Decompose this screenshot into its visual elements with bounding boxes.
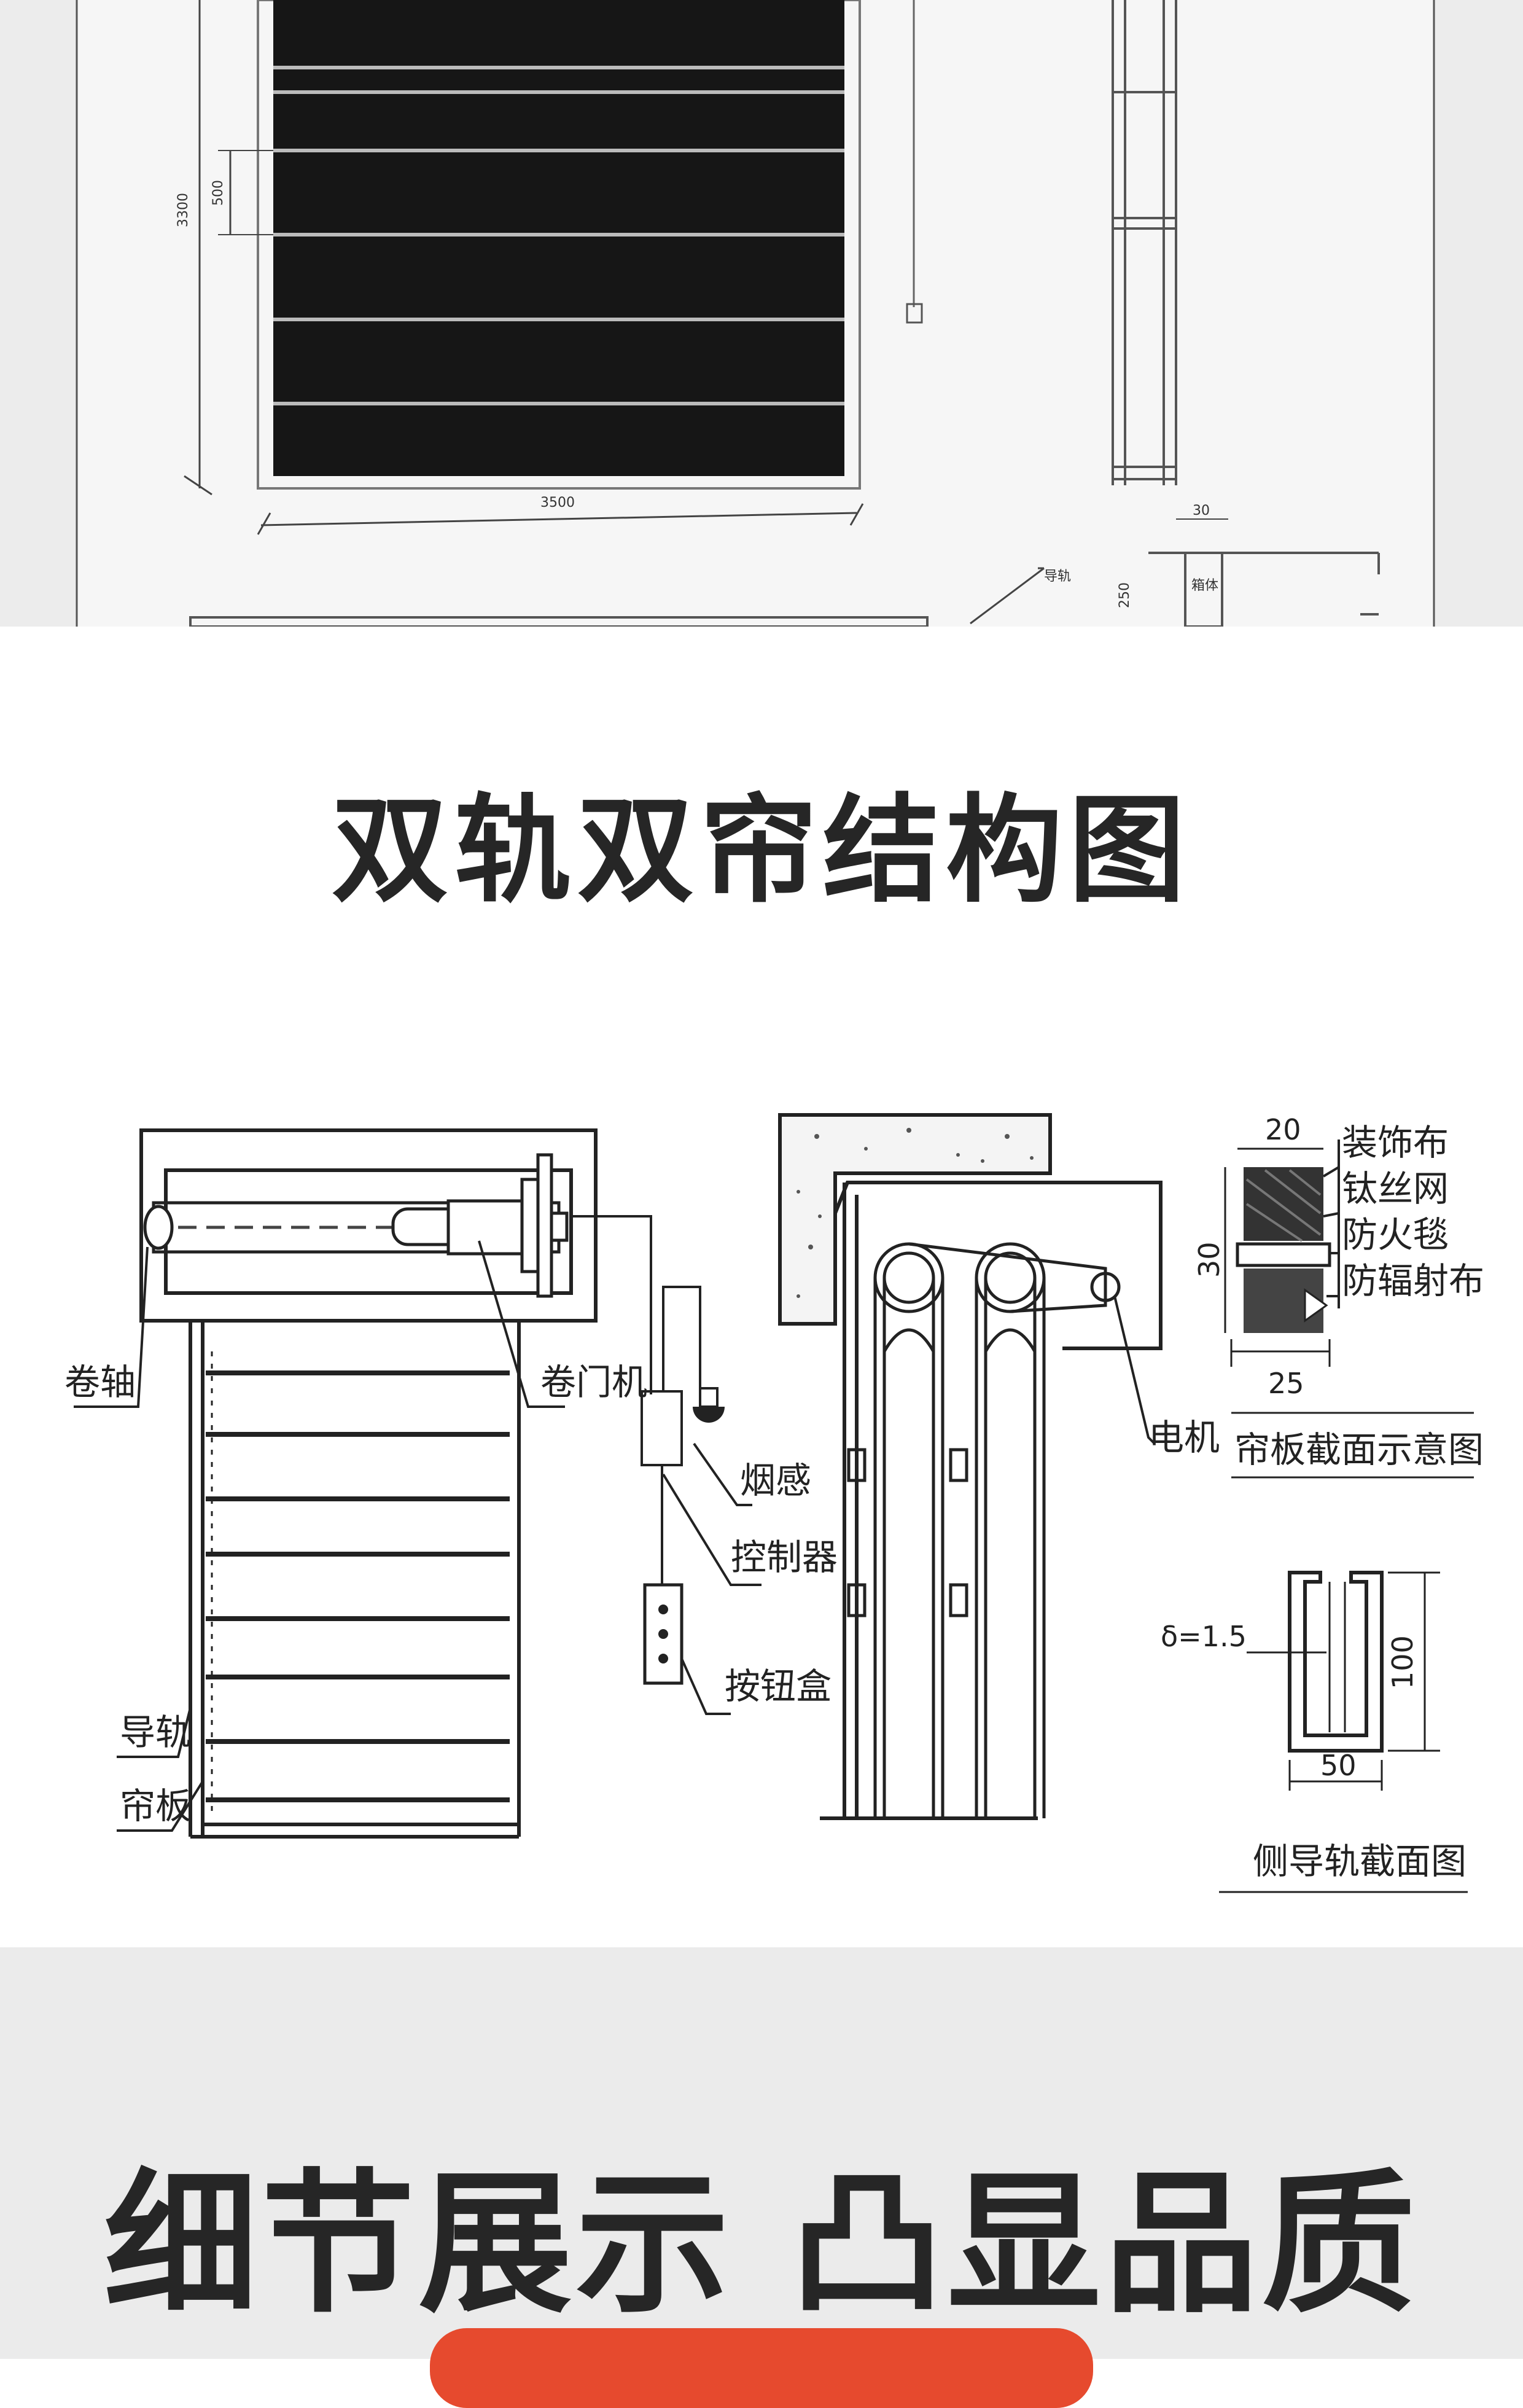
section-layer-3: 防火毯 xyxy=(1342,1214,1449,1256)
section-caption: 帘板截面示意图 xyxy=(1234,1429,1484,1471)
door-motor-unit xyxy=(391,1153,569,1298)
rail-caption: 侧导轨截面图 xyxy=(1253,1840,1467,1882)
section-layer-4: 防辐射布 xyxy=(1342,1260,1484,1302)
rail-thickness: δ=1.5 xyxy=(1161,1620,1247,1653)
detail-banner xyxy=(0,1947,1523,2359)
promo-pill[interactable] xyxy=(430,2328,1093,2408)
dim-slat: 500 xyxy=(211,180,226,206)
side-rail-elevation xyxy=(1112,0,1177,485)
label-controller: 控制器 xyxy=(731,1536,838,1578)
top-drawing-svg: 3300 500 3500 30 250 xyxy=(76,0,1435,628)
top-cad-drawing: 3300 500 3500 30 250 xyxy=(0,0,1523,628)
label-motor: 电机 xyxy=(1148,1417,1220,1458)
curtain-panel-section xyxy=(1224,1140,1340,1367)
dim-small: 250 xyxy=(1117,582,1132,608)
label-guide-rail: 导轨 xyxy=(120,1711,191,1753)
section-title: 双轨双帘结构图 xyxy=(331,783,1191,918)
button-box-icon xyxy=(643,1583,684,1685)
dim-height: 3300 xyxy=(176,193,191,227)
label-smoke-sensor: 烟感 xyxy=(740,1460,811,1501)
double-curtain-rolls xyxy=(847,1242,1121,1818)
curtain-frame xyxy=(189,1321,521,1839)
section-dim-top: 20 xyxy=(1265,1113,1301,1146)
label-button-box: 按钮盒 xyxy=(725,1665,832,1707)
label-guide-top: 导轨 xyxy=(1044,569,1071,584)
section-layer-2: 钛丝网 xyxy=(1342,1168,1449,1210)
label-roller-shaft: 卷轴 xyxy=(64,1361,136,1403)
door-curtain-dark xyxy=(273,0,844,476)
label-curtain-panel: 帘板 xyxy=(120,1785,191,1827)
smoke-sensor-icon xyxy=(693,1387,725,1423)
section-dim-side: 30 xyxy=(1193,1241,1226,1278)
wiring xyxy=(571,1215,701,1585)
label-box: 箱体 xyxy=(1191,578,1218,593)
rail-height: 100 xyxy=(1386,1635,1419,1689)
section-dim-bottom: 25 xyxy=(1268,1367,1304,1400)
rail-width: 50 xyxy=(1320,1749,1357,1782)
detail-slogan: 细节展示 凸显品质 xyxy=(104,2155,1419,2334)
dim-width: 3500 xyxy=(540,495,575,510)
dim-side: 30 xyxy=(1193,503,1210,518)
curtain-slats xyxy=(206,1370,510,1802)
section-layer-1: 装饰布 xyxy=(1342,1122,1449,1163)
side-rail-section xyxy=(1288,1571,1384,1753)
structure-diagram: 卷轴 卷门机 烟感 控制器 按钮盒 导轨 帘板 电机 xyxy=(64,1113,1484,1893)
door-frame xyxy=(257,0,861,490)
concrete-lintel xyxy=(778,1113,1052,1326)
indicator-box xyxy=(906,303,923,324)
label-door-motor: 卷门机 xyxy=(540,1361,647,1403)
